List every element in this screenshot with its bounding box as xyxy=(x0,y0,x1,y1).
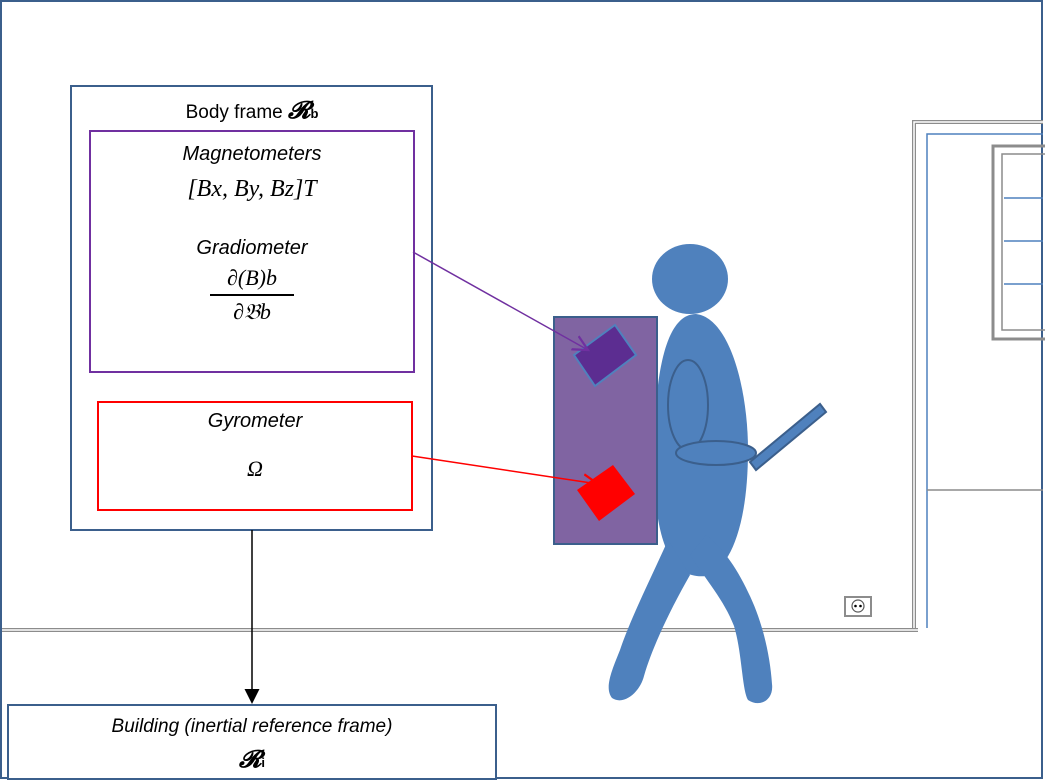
gradiometer-fraction: ∂(B)b ∂𝔅b xyxy=(90,264,414,326)
magnetometers-formula-text: [Bx, By, Bz]T xyxy=(187,176,317,202)
person-back-leg xyxy=(608,540,690,701)
gyrometer-title: Gyrometer xyxy=(207,410,303,432)
gradiometer-title: Gradiometer xyxy=(196,237,308,259)
person-head xyxy=(652,244,728,314)
fraction-bar xyxy=(210,294,294,296)
magnetometer-arrow xyxy=(412,251,588,350)
gyrometer-sensor xyxy=(577,465,635,521)
magnetometer-box xyxy=(89,130,415,373)
power-outlet xyxy=(844,596,872,617)
person-front-leg xyxy=(690,535,773,704)
body-frame-symbol-sub: b xyxy=(310,106,319,121)
person-forearm xyxy=(675,440,757,466)
building-symbol-wrap: 𝓡i xyxy=(8,744,496,773)
building-symbol-sub: i xyxy=(261,755,266,770)
building-title: Building (inertial reference frame) xyxy=(111,716,393,737)
body-frame-title-text: Body frame xyxy=(185,102,283,123)
body-frame-symbol: 𝓡 xyxy=(288,95,311,124)
window xyxy=(991,144,1045,341)
doorway xyxy=(912,120,1043,628)
person-arm xyxy=(748,402,828,472)
gradiometer-denominator: ∂𝔅b xyxy=(233,298,271,324)
building-symbol: 𝓡 xyxy=(238,744,262,773)
gyrometer-symbol: Ω xyxy=(247,456,263,481)
magnetometers-title: Magnetometers xyxy=(182,143,322,165)
gradiometer-numerator: ∂(B)b xyxy=(227,265,277,290)
building-box xyxy=(7,704,497,780)
magnetometer-sensor xyxy=(572,323,638,388)
magnetometers-formula: [Bx, By, Bz]T xyxy=(90,176,414,203)
gyrometer-arrow xyxy=(411,455,598,484)
body-frame-title: Body frame 𝓡b xyxy=(72,95,432,124)
